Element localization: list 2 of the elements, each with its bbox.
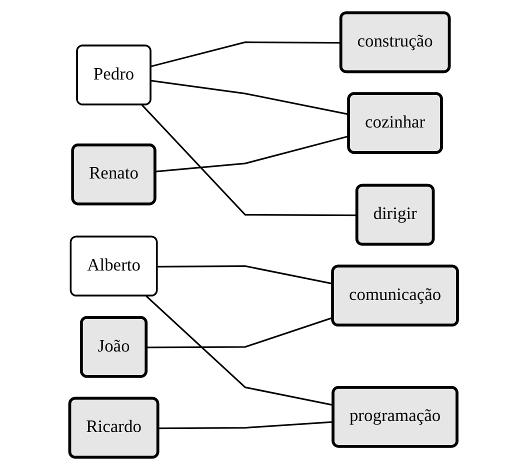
connector [151, 41, 342, 68]
connector [142, 104, 358, 216]
